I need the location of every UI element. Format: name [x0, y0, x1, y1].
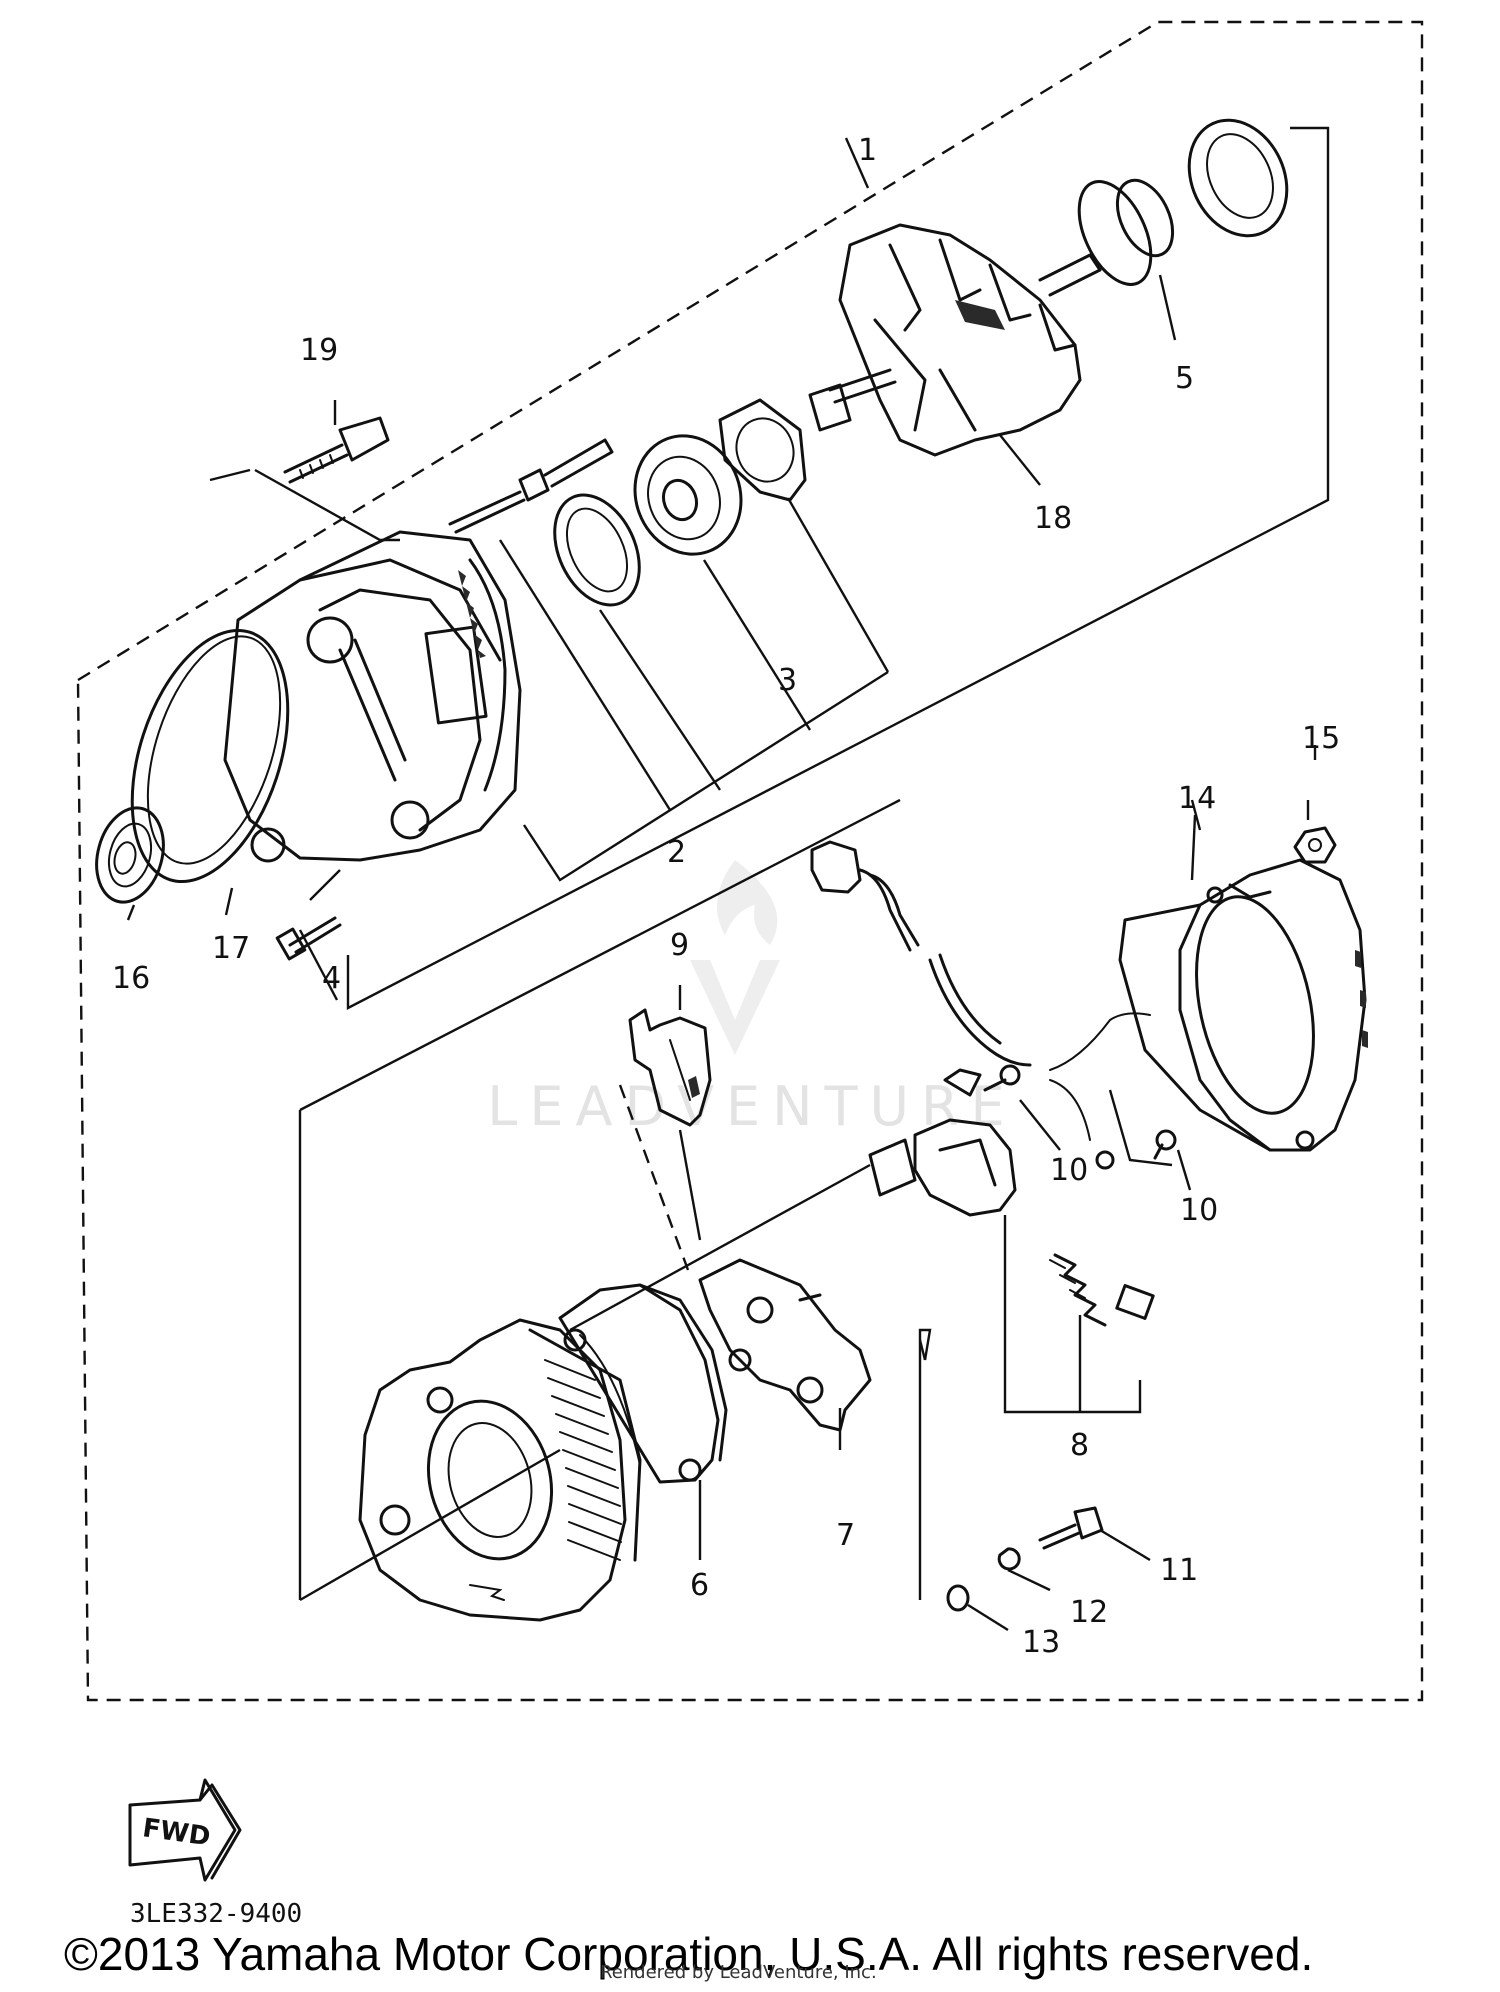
part-regulator	[628, 1008, 712, 1127]
diagram-code: 3LE332-9400	[130, 1899, 302, 1929]
part-rear-cover	[358, 1318, 642, 1622]
part-front-housing	[223, 530, 522, 863]
callout-9: 9	[670, 928, 689, 963]
part-rear-shroud	[1118, 858, 1368, 1152]
assembly-boundary	[76, 20, 1424, 1702]
callout-19: 19	[300, 333, 338, 368]
part-washer	[946, 1584, 970, 1612]
callout-12: 12	[1070, 1595, 1108, 1630]
leadventure-watermark: LEADVENTURE	[487, 860, 1016, 1138]
part-oil-seal	[95, 806, 165, 904]
part-nut	[1293, 826, 1337, 864]
callout-14: 14	[1178, 781, 1216, 816]
callout-10-upper: 10	[1050, 1153, 1088, 1188]
callout-4: 4	[322, 961, 341, 996]
callout-2: 2	[667, 835, 686, 870]
part-seal-ring	[553, 493, 641, 607]
upper-leaders	[126, 126, 1330, 1010]
leadventure-logo-icon	[690, 860, 780, 1055]
part-o-ring	[130, 628, 290, 884]
fwd-arrow-icon: FWD	[128, 1778, 242, 1882]
part-bearing	[633, 434, 743, 556]
watermark-text: LEADVENTURE	[487, 1075, 1016, 1138]
callout-1: 1	[858, 133, 877, 168]
part-rotor	[808, 223, 1102, 457]
part-rear-bearing	[1077, 178, 1175, 286]
callout-5: 5	[1175, 361, 1194, 396]
part-retainer-plate	[718, 398, 807, 502]
callout-3: 3	[778, 663, 797, 698]
part-screw-10a	[983, 1064, 1021, 1092]
copyright-text: ©2013 Yamaha Motor Corporation, U.S.A. A…	[64, 1928, 1313, 1980]
rendered-by-text: Rendered by LeadVenture, Inc.	[600, 1962, 877, 1983]
callout-10-lower: 10	[1180, 1193, 1218, 1228]
leader-1	[844, 137, 870, 189]
part-screw-10b	[1153, 1129, 1177, 1160]
part-stud-bolt	[448, 438, 614, 534]
part-bolt-4	[275, 916, 342, 961]
callout-6: 6	[690, 1568, 709, 1603]
callout-11: 11	[1160, 1553, 1198, 1588]
callout-13: 13	[1022, 1625, 1060, 1660]
part-brush-holder	[868, 1068, 1017, 1217]
callout-8: 8	[1070, 1428, 1089, 1463]
part-rear-cap	[1187, 118, 1289, 238]
callout-labels: 1 2 3 4 5 6 7 8 9 10 10 11 12 13 14 15 1…	[112, 133, 1340, 1660]
callout-17: 17	[212, 931, 250, 966]
part-spring	[1049, 1253, 1107, 1327]
callout-18: 18	[1034, 501, 1072, 536]
part-stator	[558, 1283, 728, 1484]
part-screw-11	[1038, 1506, 1104, 1550]
part-wire-harness	[810, 840, 1151, 1170]
callout-16: 16	[112, 961, 150, 996]
callout-7: 7	[836, 1518, 855, 1553]
part-rectifier	[698, 1258, 872, 1432]
part-bolt-19	[283, 416, 390, 484]
lower-leaders	[298, 798, 1310, 1632]
fwd-label: FWD	[141, 1813, 213, 1852]
part-lock-washer	[997, 1547, 1021, 1571]
callout-15: 15	[1302, 721, 1340, 756]
part-brush	[1115, 1284, 1155, 1320]
